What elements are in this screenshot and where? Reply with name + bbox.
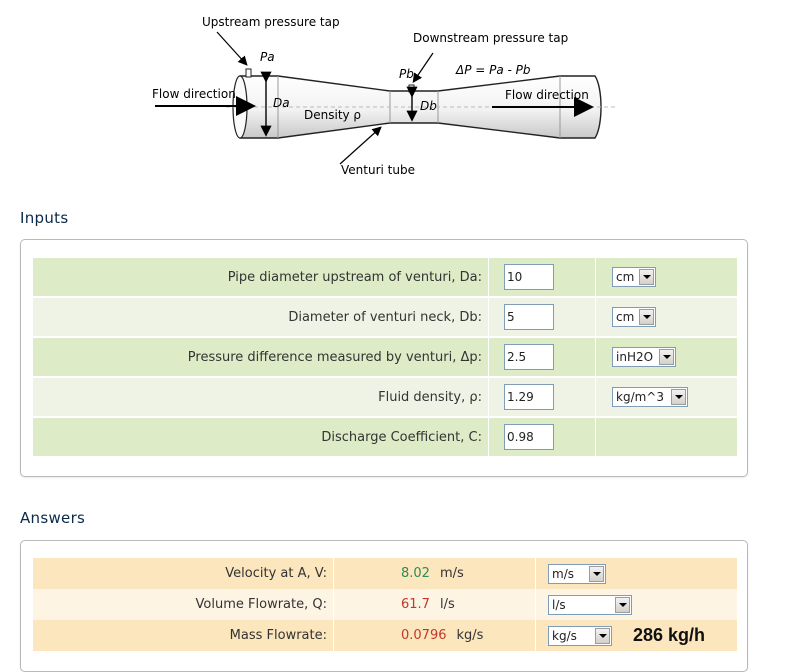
inputs-panel: Pipe diameter upstream of venturi, Da: c… <box>20 239 748 477</box>
volume-flowrate-label: Volume Flowrate, Q: <box>195 597 327 612</box>
chevron-down-icon <box>615 597 630 613</box>
upstream-tap <box>245 68 252 78</box>
answer-row-volume-flowrate: Volume Flowrate, Q: 61.7 l/s l/s <box>33 589 737 620</box>
fluid-density-input[interactable] <box>504 384 554 410</box>
input-row-discharge-coefficient: Discharge Coefficient, C: <box>33 418 737 456</box>
chevron-down-icon <box>671 389 686 405</box>
pa-label: Pa <box>260 50 275 64</box>
pressure-difference-unit-select[interactable]: inH2O <box>612 347 676 367</box>
upstream-tap-label: Upstream pressure tap <box>202 15 340 29</box>
upstream-diameter-input[interactable] <box>504 264 554 290</box>
flow-direction-left-label: Flow direction <box>152 87 236 101</box>
mass-flowrate-number: 0.0796 <box>401 628 447 643</box>
downstream-tap-label: Downstream pressure tap <box>413 31 568 45</box>
downstream-tap <box>408 84 415 93</box>
density-label: Density ρ <box>304 108 361 122</box>
mass-flowrate-big-result: 286 kg/h <box>633 625 706 645</box>
venturi-diagram: Upstream pressure tap Downstream pressur… <box>152 15 615 177</box>
pb-label: Pb <box>399 67 414 81</box>
da-label: Da <box>273 96 290 110</box>
chevron-down-icon <box>659 349 674 365</box>
input-row-fluid-density: Fluid density, ρ: kg/m^3 <box>33 378 737 416</box>
velocity-number: 8.02 <box>401 566 430 581</box>
answer-row-velocity: Velocity at A, V: 8.02 m/s m/s <box>33 558 737 589</box>
neck-diameter-input[interactable] <box>504 304 554 330</box>
pressure-difference-label: Pressure difference measured by venturi,… <box>187 349 482 365</box>
mass-flowrate-value: 0.0796 kg/s <box>335 620 535 651</box>
input-row-pressure-difference: Pressure difference measured by venturi,… <box>33 338 737 376</box>
volume-flowrate-unit-select[interactable]: l/s <box>548 595 632 615</box>
fluid-density-unit-select[interactable]: kg/m^3 <box>612 387 688 407</box>
answer-row-mass-flowrate: Mass Flowrate: 0.0796 kg/s kg/s 286 kg/h <box>33 620 737 651</box>
pressure-difference-input[interactable] <box>504 344 554 370</box>
volume-flowrate-value: 61.7 l/s <box>335 589 535 620</box>
chevron-down-icon <box>595 628 610 644</box>
input-row-upstream-diameter: Pipe diameter upstream of venturi, Da: c… <box>33 258 737 296</box>
neck-diameter-label: Diameter of venturi neck, Db: <box>288 309 482 325</box>
answers-heading: Answers <box>20 509 86 527</box>
volume-flowrate-number: 61.7 <box>401 597 430 612</box>
delta-p-equation: ΔP = Pa - Pb <box>455 63 531 77</box>
chevron-down-icon <box>639 269 654 285</box>
upstream-diameter-label: Pipe diameter upstream of venturi, Da: <box>227 269 482 285</box>
upstream-diameter-unit-select[interactable]: cm <box>612 267 656 287</box>
discharge-coefficient-input[interactable] <box>504 424 554 450</box>
chevron-down-icon <box>589 566 604 582</box>
velocity-unit-select[interactable]: m/s <box>548 564 606 584</box>
fluid-density-label: Fluid density, ρ: <box>378 389 482 405</box>
flow-direction-right-label: Flow direction <box>505 88 589 102</box>
input-row-neck-diameter: Diameter of venturi neck, Db: cm <box>33 298 737 336</box>
chevron-down-icon <box>639 309 654 325</box>
velocity-value: 8.02 m/s <box>335 558 535 589</box>
venturi-tube-label: Venturi tube <box>341 163 415 177</box>
inputs-heading: Inputs <box>20 209 69 227</box>
mass-flowrate-unit-select[interactable]: kg/s <box>548 626 612 646</box>
volume-flowrate-unit: l/s <box>439 597 455 612</box>
velocity-unit: m/s <box>439 566 464 581</box>
db-label: Db <box>420 99 437 113</box>
discharge-coefficient-label: Discharge Coefficient, C: <box>321 429 482 445</box>
mass-flowrate-label: Mass Flowrate: <box>229 628 327 643</box>
answers-panel: Velocity at A, V: 8.02 m/s m/s Volume Fl… <box>20 540 748 672</box>
velocity-label: Velocity at A, V: <box>225 566 327 581</box>
neck-diameter-unit-select[interactable]: cm <box>612 307 656 327</box>
mass-flowrate-unit: kg/s <box>456 628 484 643</box>
